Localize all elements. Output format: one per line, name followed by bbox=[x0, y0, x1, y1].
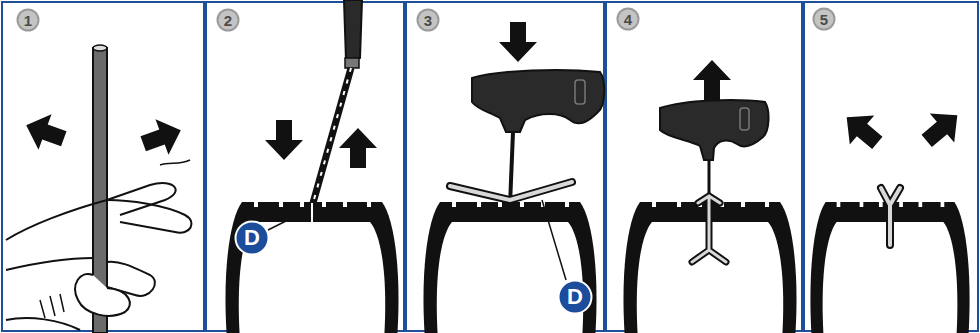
plug-strip-hand bbox=[6, 258, 93, 270]
leader-line bbox=[268, 210, 308, 230]
step-number-badge: 2 bbox=[216, 8, 240, 32]
step-number-badge-circle bbox=[218, 10, 239, 31]
repair-illustration bbox=[20, 107, 71, 156]
repair-plug bbox=[881, 188, 900, 245]
callout-badge: D bbox=[557, 279, 593, 315]
step-number-badge: 1 bbox=[16, 8, 40, 32]
repair-illustration bbox=[137, 112, 188, 161]
callout-letter: D bbox=[567, 286, 583, 308]
rasp-tool bbox=[313, 0, 362, 203]
repair-plug bbox=[692, 196, 726, 262]
repair-plug bbox=[881, 188, 900, 245]
plug-strip-hand bbox=[6, 318, 80, 330]
leader-line bbox=[542, 200, 566, 280]
repair-plug bbox=[692, 196, 726, 262]
repair-illustration bbox=[423, 202, 596, 333]
plug-strip-hand bbox=[75, 274, 130, 316]
rasp-tool bbox=[344, 0, 362, 60]
step-number-badge: 3 bbox=[416, 8, 440, 32]
plug-strip-hand bbox=[6, 183, 176, 240]
insertion-tool bbox=[450, 182, 572, 200]
plug-strip-hand bbox=[6, 45, 192, 333]
plug-strip-hand bbox=[40, 294, 64, 318]
insertion-tool bbox=[660, 100, 769, 160]
insertion-tool bbox=[740, 108, 749, 130]
repair-illustration bbox=[265, 120, 303, 160]
plug-strip-hand bbox=[93, 45, 107, 51]
step-number-badge-circle bbox=[18, 10, 39, 31]
step-number-badge-circle bbox=[418, 10, 439, 31]
plug-strip-hand bbox=[160, 160, 190, 165]
insertion-tool bbox=[450, 182, 572, 200]
step-number-badge: 5 bbox=[812, 7, 836, 31]
repair-illustration bbox=[914, 101, 969, 156]
step-number: 5 bbox=[820, 12, 828, 27]
repair-illustration bbox=[834, 103, 889, 158]
insertion-tool bbox=[472, 70, 604, 132]
step-number: 4 bbox=[624, 12, 632, 27]
callout-letter: D bbox=[244, 227, 260, 249]
insertion-tool bbox=[708, 160, 711, 196]
repair-plug bbox=[881, 188, 900, 245]
callout-badge-circle bbox=[559, 281, 592, 314]
insertion-tool bbox=[450, 70, 604, 205]
callout-badge: D bbox=[234, 220, 270, 256]
rasp-tool bbox=[345, 58, 359, 68]
step-number-badge: 4 bbox=[616, 7, 640, 31]
rasp-tool bbox=[313, 68, 351, 203]
repair-illustration bbox=[499, 22, 537, 62]
insertion-tool bbox=[510, 132, 513, 205]
rasp-tool bbox=[313, 68, 351, 203]
plug-strip-hand bbox=[107, 200, 192, 233]
insertion-tool bbox=[660, 100, 769, 196]
step-number-badge-circle bbox=[814, 9, 835, 30]
callout-badge-circle bbox=[236, 222, 269, 255]
repair-illustration bbox=[339, 128, 377, 168]
step-number: 3 bbox=[424, 13, 432, 28]
step-number-badge-circle bbox=[618, 9, 639, 30]
puncture bbox=[311, 203, 313, 225]
step-number: 1 bbox=[24, 13, 32, 28]
insertion-tool bbox=[575, 80, 585, 104]
repair-illustration bbox=[693, 60, 731, 100]
step-number: 2 bbox=[224, 13, 232, 28]
repair-illustration bbox=[225, 202, 398, 333]
repair-plug bbox=[692, 196, 726, 262]
